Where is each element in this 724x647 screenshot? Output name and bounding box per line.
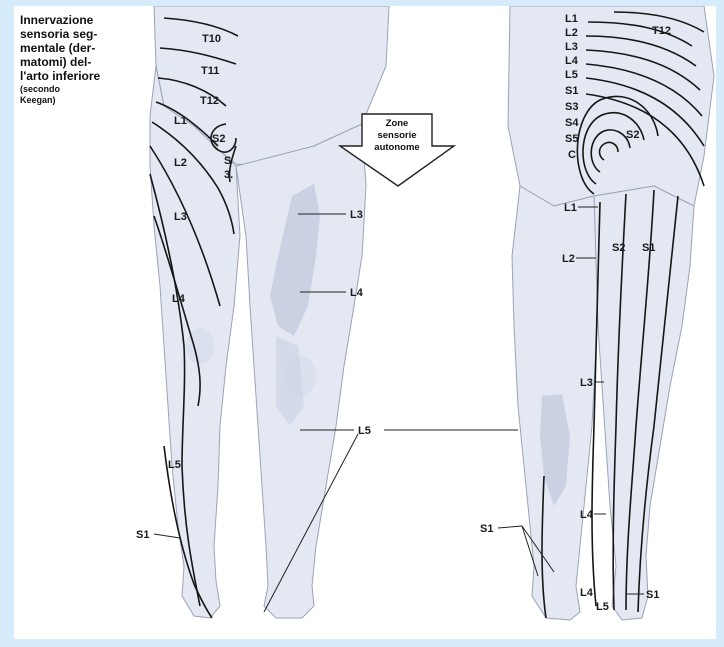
title-line-4: matomi) del- bbox=[20, 55, 91, 69]
arrow-line-2: sensorie bbox=[377, 130, 416, 141]
back-label-l1: L1 bbox=[565, 13, 578, 25]
title-line-1: Innervazione bbox=[20, 13, 94, 27]
front-leader-s1 bbox=[154, 534, 180, 538]
back-label-foot-l5: L5 bbox=[596, 601, 609, 613]
back-leader-calf-s1-a bbox=[498, 526, 522, 528]
auto-label-l5: L5 bbox=[358, 425, 371, 437]
back-label-thigh-l1: L1 bbox=[564, 202, 577, 214]
auto-label-l4: L4 bbox=[350, 287, 364, 299]
back-label-calf-s1: S1 bbox=[480, 523, 493, 535]
front-label-t11: T11 bbox=[201, 65, 219, 77]
dermatome-figure: Innervazione sensoria seg- mentale (der-… bbox=[14, 6, 716, 639]
back-label-foot-l4: L4 bbox=[580, 587, 594, 599]
back-label-s5: S5 bbox=[565, 133, 578, 145]
back-label-foot-s1: S1 bbox=[646, 589, 659, 601]
anterior-view: T10 T11 T12 L1 S2 S 3. L2 L3 L4 L5 S1 L3… bbox=[136, 6, 518, 618]
back-label-thigh-l2: L2 bbox=[562, 253, 575, 265]
front-label-l2: L2 bbox=[174, 157, 187, 169]
posterior-hip bbox=[508, 6, 714, 206]
back-label-s3: S3 bbox=[565, 101, 578, 113]
arrow-line-1: Zone bbox=[386, 118, 409, 129]
front-label-s3b: 3. bbox=[224, 169, 233, 181]
front-label-t10: T10 bbox=[202, 33, 221, 45]
back-label-thigh-s1: S1 bbox=[642, 242, 655, 254]
back-label-c: C bbox=[568, 149, 576, 161]
front-label-l5: L5 bbox=[168, 459, 181, 471]
back-label-s4: S4 bbox=[565, 117, 579, 129]
title-line-2: sensoria seg- bbox=[20, 27, 97, 41]
title-line-3: mentale (der- bbox=[20, 41, 95, 55]
back-label-l4: L4 bbox=[565, 55, 579, 67]
front-label-s1: S1 bbox=[136, 529, 149, 541]
front-label-s2: S2 bbox=[212, 133, 225, 145]
posterior-view: L1 L2 L3 L4 L5 S1 S3 S4 S5 C T12 S2 L1 L… bbox=[480, 6, 714, 620]
title-line-5: l'arto inferiore bbox=[20, 69, 101, 83]
back-label-leg-l4: L4 bbox=[580, 509, 594, 521]
back-label-thigh-s2: S2 bbox=[612, 242, 625, 254]
front-label-s3a: S bbox=[224, 155, 231, 167]
figure-title: Innervazione sensoria seg- mentale (der-… bbox=[20, 13, 101, 105]
title-source-line-1: (secondo bbox=[20, 84, 61, 94]
auto-label-l3: L3 bbox=[350, 209, 363, 221]
back-label-s1: S1 bbox=[565, 85, 578, 97]
back-label-l3: L3 bbox=[565, 41, 578, 53]
back-label-l2: L2 bbox=[565, 27, 578, 39]
arrow-line-3: autonome bbox=[374, 142, 419, 153]
front-label-t12: T12 bbox=[200, 95, 219, 107]
figure-sheet: Innervazione sensoria seg- mentale (der-… bbox=[14, 6, 716, 639]
back-label-t12: T12 bbox=[652, 25, 671, 37]
front-label-l4: L4 bbox=[172, 293, 186, 305]
back-label-s2: S2 bbox=[626, 129, 639, 141]
title-source-line-2: Keegan) bbox=[20, 95, 56, 105]
back-label-l5: L5 bbox=[565, 69, 578, 81]
front-label-l3: L3 bbox=[174, 211, 187, 223]
front-label-l1: L1 bbox=[174, 115, 187, 127]
back-label-leg-l3: L3 bbox=[580, 377, 593, 389]
